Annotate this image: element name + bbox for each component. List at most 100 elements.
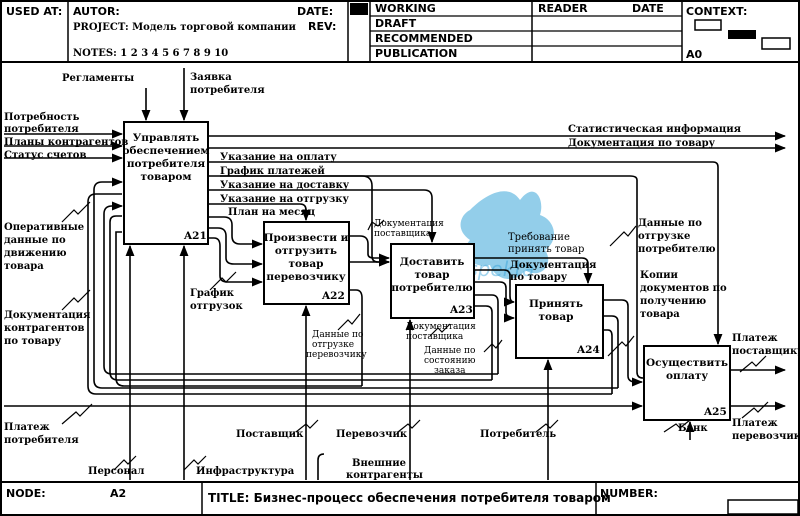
label-dok-kontragentov-3: по товару — [4, 336, 62, 347]
footer-frame — [1, 481, 799, 515]
box-a22-id: A22 — [321, 290, 345, 302]
box-a23-line-2: товар — [415, 269, 450, 281]
label-dok-postavshika2-1: Документация — [406, 322, 476, 332]
label-dannye-sostoyaniyu-2: состоянию — [424, 356, 476, 366]
label-ukazanie-dostavka: Указание на доставку — [220, 180, 350, 191]
label-platezh-perevozchiku-2: перевозчику — [732, 431, 800, 442]
label-vneshnie-2: контрагенты — [346, 470, 423, 481]
label-reglamenty: Регламенты — [62, 73, 134, 84]
box-a21-line-4: товаром — [140, 171, 191, 183]
box-a23-line-1: Доставить — [400, 256, 465, 268]
status-draft: DRAFT — [375, 17, 417, 30]
box-a21-id: A21 — [183, 230, 207, 242]
notes-label: NOTES: 1 2 3 4 5 6 7 8 9 10 — [73, 48, 228, 59]
label-operativnye-2: данные по — [4, 235, 66, 246]
label-operativnye-1: Оперативные — [4, 222, 84, 233]
box-a23-line-3: потребителю — [391, 282, 473, 294]
label-dannye-perevozchiku-3: перевозчику — [306, 350, 367, 360]
label-perevozchik: Перевозчик — [336, 429, 408, 440]
box-a25-line-1: Осуществить — [646, 357, 728, 369]
box-a22-line-3: товар — [289, 258, 324, 270]
box-a21-line-2: обеспечением — [122, 145, 209, 157]
box-a22-line-2: отгрузить — [275, 245, 337, 257]
box-a21[interactable]: Управлять обеспечением потребителя товар… — [122, 121, 210, 245]
box-a25-id: A25 — [703, 406, 727, 418]
box-a23[interactable]: Доставить товар потребителю A23 — [390, 243, 475, 319]
rev-label: REV: — [308, 20, 336, 33]
label-grafik-otgruzok-1: График — [190, 288, 235, 299]
label-personal: Персонал — [88, 466, 144, 477]
context-node: A0 — [686, 48, 703, 61]
reader-label: READER — [538, 2, 588, 15]
box-a22-line-4: перевозчику — [266, 271, 345, 283]
label-potrebnost-1: Потребность — [4, 112, 80, 123]
status-working: WORKING — [375, 2, 436, 15]
label-dok-po-tovaru-1: Документация — [510, 260, 597, 271]
box-a25-line-2: оплату — [666, 370, 708, 382]
label-kopii-2: документов по — [640, 283, 727, 294]
watermark-logo — [460, 191, 555, 280]
box-a24[interactable]: Принять товар A24 — [515, 284, 604, 359]
box-a21-line-1: Управлять — [133, 132, 199, 144]
label-dok-kontragentov-2: контрагентов — [4, 323, 85, 334]
label-dok-postavshika-1: Документация — [374, 219, 444, 229]
label-dannye-potrebitelyu-3: потребителю — [638, 244, 716, 255]
label-zayavka-1: Заявка — [190, 72, 232, 83]
label-kopii-4: товара — [640, 309, 680, 320]
status-recommended: RECOMMENDED — [375, 32, 473, 45]
label-dok-kontragentov-1: Документация — [4, 310, 91, 321]
label-plan-na-mesyac: План на месяц — [228, 207, 316, 218]
label-vneshnie-1: Внешние — [352, 458, 406, 469]
label-dannye-potrebitelyu-1: Данные по — [638, 218, 702, 229]
label-platezh-potrebitelya-2: потребителя — [4, 435, 79, 446]
date-label: DATE: — [297, 5, 333, 18]
label-dannye-perevozchiku-2: отгрузке — [312, 340, 354, 350]
label-grafik-platezhei: График платежей — [220, 166, 325, 177]
label-operativnye-4: товара — [4, 261, 44, 272]
diagram-title: TITLE: Бизнес-процесс обеспечения потреб… — [208, 491, 611, 505]
label-dok-po-tovaru-2: по товару — [510, 272, 568, 283]
label-potrebitel: Потребитель — [480, 429, 556, 440]
label-dannye-potrebitelyu-2: отгрузке — [638, 231, 690, 242]
label-infrastruktura: Инфраструктура — [196, 466, 295, 477]
label-trebovanie-1: Требование — [508, 232, 570, 243]
label-dannye-sostoyaniyu-1: Данные по — [424, 346, 475, 356]
label-platezh-potrebitelya-1: Платеж — [4, 422, 50, 433]
label-kopii-3: получению — [640, 296, 706, 307]
node-label: NODE: — [6, 487, 46, 500]
box-a25[interactable]: Осуществить оплату A25 — [643, 345, 731, 421]
label-dokumentaciya-po-tovaru: Документация по товару — [568, 138, 716, 149]
label-platezh-perevozchiku-1: Платеж — [732, 418, 778, 429]
label-statisticheskaya: Статистическая информация — [568, 124, 742, 135]
label-dannye-perevozchiku-1: Данные по — [312, 330, 363, 340]
label-postavshik: Поставщик — [236, 429, 304, 440]
label-ukazanie-otgruzka: Указание на отгрузку — [220, 194, 350, 205]
box-a24-line-1: Принять — [529, 298, 583, 310]
label-trebovanie-2: принять товар — [508, 244, 584, 255]
number-label: NUMBER: — [600, 487, 658, 500]
author-label: AUTOR: — [73, 5, 120, 18]
label-status-schetov: Статус счетов — [4, 150, 86, 161]
label-dok-postavshika-2: поставщика — [374, 229, 432, 239]
box-a24-id: A24 — [576, 344, 600, 356]
context-label: CONTEXT: — [686, 5, 747, 18]
label-zayavka-2: потребителя — [190, 85, 265, 96]
project-label: PROJECT: Модель торговой компании — [73, 22, 296, 33]
label-bank: Банк — [678, 423, 708, 434]
reader-date-label: DATE — [632, 2, 664, 15]
label-ukazanie-oplata: Указание на оплату — [220, 152, 337, 163]
label-dok-postavshika2-2: поставщика — [406, 332, 464, 342]
label-potrebnost-2: потребителя — [4, 124, 79, 135]
label-plany: Планы контрагентов — [4, 137, 128, 148]
box-a22-line-1: Произвести и — [264, 232, 349, 244]
label-grafik-otgruzok-2: отгрузок — [190, 301, 243, 312]
node-value: A2 — [110, 487, 126, 500]
label-platezh-postavshiku-2: поставщику — [732, 346, 800, 357]
box-a22[interactable]: Произвести и отгрузить товар перевозчику… — [263, 221, 350, 305]
arrow-lines — [4, 68, 787, 480]
used-at-label: USED AT: — [6, 5, 62, 18]
label-kopii-1: Копии — [640, 270, 679, 281]
label-operativnye-3: движению — [4, 248, 66, 259]
